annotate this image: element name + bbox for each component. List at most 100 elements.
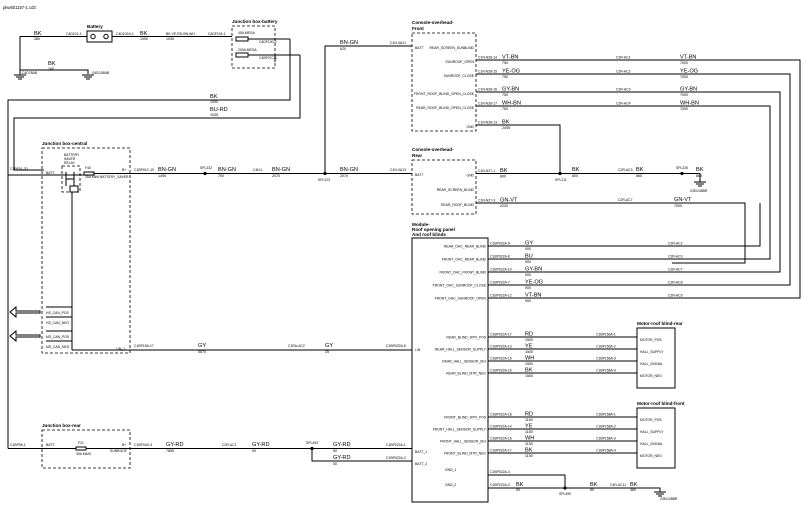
bn-gn-code-1: 1495 xyxy=(158,174,166,178)
jb-central-lin-label: LIN_1 xyxy=(116,347,125,351)
bottom-gnd-code-3: 460 xyxy=(630,488,636,492)
console-rear-pin: REAR_SCREEN_BLIND xyxy=(437,188,475,192)
module-top-code: 900 xyxy=(525,299,531,303)
battery-block: Battery BK 380 C4D101-1 BK 240 C4D78AB G… xyxy=(14,24,232,80)
console-front-wire: GY-BN xyxy=(502,87,519,93)
gy-rd-label-1: GY-RD xyxy=(166,442,184,448)
bn-gn-up-wire xyxy=(324,45,412,174)
motor-pin-label: HALL_SUPPLY xyxy=(640,350,664,354)
battery-terminal-pos xyxy=(103,33,109,40)
motor-pin-label: MOTOR_POS xyxy=(640,418,662,422)
rear-gnd-end-label: BK xyxy=(696,167,704,173)
console-front-conn: C1N-N28-16 xyxy=(478,88,497,92)
junction-box-rear: Junction box-rear C1BP55-1 BATT F21 30A … xyxy=(10,423,131,469)
module-motor-wire: YE xyxy=(525,344,533,350)
jb-central-internal-feed xyxy=(44,173,130,176)
feed-wire-bk-label: BK xyxy=(210,94,218,100)
feed-wire-bk-code: 1090 xyxy=(210,100,218,104)
jb-central-conn-1: C1BP01-20 xyxy=(10,167,28,171)
console-rear-conn: C1N-N27-3 xyxy=(478,199,495,203)
battery-gnd-wire xyxy=(19,36,87,70)
console-rear-outline xyxy=(411,159,477,215)
motor-roof-blind-rear: Motor-roof blind-rear MOTOR_POSHALL_SUPP… xyxy=(636,321,683,389)
console-front-right-wire: YE-OG xyxy=(680,69,698,75)
console-rear-wire: BK xyxy=(500,168,508,174)
module-top-pin: REAR_OHC_REAR_BLIND xyxy=(444,245,487,249)
jb-rear-conn-right: C1BP04D-3 xyxy=(134,443,152,447)
console-front-wire: VT-BN xyxy=(502,55,518,61)
module-motor-mconn: C1BP158A-3 xyxy=(596,437,616,441)
module-motor-pin: REAR_BLIND_MTR_NEG xyxy=(446,372,486,376)
module-lin-pin: LIN xyxy=(415,348,421,352)
relay-label-2: SAVER xyxy=(64,157,76,161)
ground-symbol-bottom xyxy=(654,491,666,497)
console-front-code: 750 xyxy=(502,61,508,65)
jb-battery-outline xyxy=(231,25,276,69)
jb-central-fuse-icon xyxy=(83,171,95,176)
motor-roof-blind-front: Motor-roof blind-front MOTOR_POSHALL_SUP… xyxy=(636,401,685,469)
console-rear-batt: BATT xyxy=(415,173,423,177)
module-motor-conn: C1BP022A-13 xyxy=(490,345,512,349)
gy-rd-code-3: 50 xyxy=(333,449,337,453)
jb-central-fuse-rating: 25A MINI xyxy=(85,175,99,179)
module-top-wire: BU xyxy=(525,254,533,260)
can-line-2: HS_CAN_NEG xyxy=(46,321,69,325)
bottom-gnd-wires xyxy=(488,474,661,492)
ground-wire-2-label: BK xyxy=(48,61,56,67)
module-top-rconn: C2R-AC7 xyxy=(668,268,683,272)
jb-battery-fuse1: 40A MEGA xyxy=(238,31,256,35)
bottom-gnd-conn-1: C1BP022A-4 xyxy=(490,470,510,474)
module-motor-pin: REAR_HALL_SENSOR_SUPPLY xyxy=(435,348,487,352)
module-motor-pin: FRONT_BLIND_MTR_NEG xyxy=(444,452,486,456)
ground-symbol-rear xyxy=(694,181,706,187)
console-front-mid-conn: C2R-AC4 xyxy=(616,102,631,106)
bottom-gnd-conn-2: C1BP022A-3 xyxy=(490,483,510,487)
console-front-code: 750 xyxy=(502,75,508,79)
bn-gn-conn-3: C1N-VA13 xyxy=(390,168,406,172)
run-gy xyxy=(488,203,761,264)
module-top-pin: FRONT_OHC_SUNROOF_OPEN xyxy=(435,297,487,301)
gn-vt-wire xyxy=(476,202,746,264)
module-top-code: 900 xyxy=(525,260,531,264)
feed-wire-burd xyxy=(13,55,301,171)
rear-gnd-far-label: BK xyxy=(636,167,644,173)
relay-coil-icon xyxy=(65,172,75,186)
battery-pos-wire-label: BK xyxy=(140,31,148,37)
rear-gnd-end-code: 865 xyxy=(696,174,702,178)
battery-gnd-wire-label: BK xyxy=(34,31,42,37)
jb-rear-conn-left: C1BP55-1 xyxy=(10,443,26,447)
bottom-gnd-conn: C4R-AC11 xyxy=(610,483,626,487)
jb-battery-fuse2: 200A MEGA xyxy=(238,48,257,52)
console-front-right-code: 7000 xyxy=(680,61,688,65)
console-front-outline xyxy=(411,32,477,132)
relay-label-3: RELAY xyxy=(64,161,76,165)
jb-battery-internal-wires xyxy=(248,38,290,56)
jb-battery-fuse2-icon xyxy=(235,52,249,58)
ground-conn-1: C4D78AB xyxy=(22,71,38,75)
bn-gn-conn-1: C1BP01C-19 xyxy=(134,168,154,172)
console-front-pin: GND xyxy=(466,125,474,129)
jb-central-fuse: F40 xyxy=(85,166,91,170)
module-motor-conn: C1BP022A-14 xyxy=(490,425,512,429)
module-top-rconn: C2R-AC9 xyxy=(668,294,683,298)
console-front-right-wire: GY-BN xyxy=(680,87,697,93)
jb-rear-fuse: F21 xyxy=(78,441,84,445)
can-bus-arrow-1 xyxy=(9,305,41,319)
splice-spl226 xyxy=(680,171,684,176)
motor-front-title: Motor-roof blind-front xyxy=(637,401,685,406)
feed-wire-burd-code: 1035 xyxy=(210,113,218,117)
console-rear-wire: GN-VT xyxy=(500,198,518,204)
module-motor-code: 1500 xyxy=(525,338,533,342)
module-top-rconn: C2R-AC3 xyxy=(668,255,683,259)
run-ye-og xyxy=(476,73,791,286)
rear-gnd-wire xyxy=(476,173,701,182)
module-motor-wire: BK xyxy=(525,368,533,374)
module-motor-mconn: C1BP156A-3 xyxy=(596,357,616,361)
gy-rd-branch xyxy=(311,448,412,462)
module-title-2: Roof opening panel xyxy=(412,227,455,232)
module-motor-conn: C1BP022A-17 xyxy=(490,449,512,453)
gy-lin-module-conn: C1BP022A-6 xyxy=(386,344,406,348)
rear-gnd-far-code: 865 xyxy=(636,174,642,178)
